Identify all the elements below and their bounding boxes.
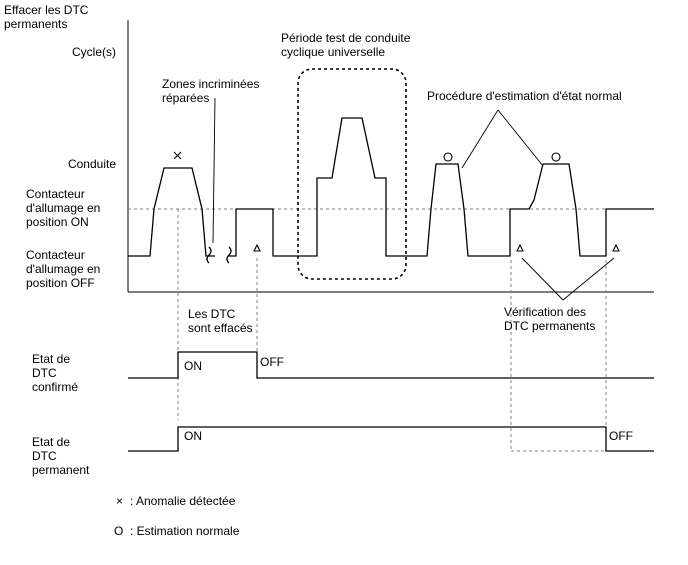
- off-label-line3: position OFF: [26, 276, 95, 290]
- off-label-line2: d'allumage en: [26, 262, 100, 276]
- normal-estimation-marker-1: [443, 152, 453, 162]
- check-label-line2: DTC permanents: [504, 319, 595, 333]
- erase-triangle-marker: [253, 243, 261, 252]
- leader-procedure-2: [497, 109, 544, 167]
- permanent-off-label: OFF: [609, 429, 633, 443]
- leader-check-1: [521, 257, 564, 301]
- on-label-line2: d'allumage en: [26, 201, 100, 215]
- on-label-line1: Contacteur: [26, 187, 85, 201]
- check-label-line1: Vérification des: [504, 305, 586, 319]
- on-label-line3: position ON: [26, 215, 89, 229]
- normal-estimation-marker-2: [551, 152, 561, 162]
- legend-cross-symbol: ×: [116, 494, 123, 508]
- check-triangle-marker-1: [516, 243, 524, 252]
- y-axis-title-line2: permanents: [4, 17, 67, 31]
- confirmed-label-line2: DTC: [32, 366, 57, 380]
- break-mark-left: [206, 246, 212, 264]
- procedure-label: Procédure d'estimation d'état normal: [427, 89, 622, 103]
- erased-label-line2: sont effacés: [188, 321, 253, 335]
- permanent-label-line2: DTC: [32, 449, 57, 463]
- zones-label-line1: Zones incriminées: [162, 77, 259, 91]
- test-period-box: [297, 68, 407, 280]
- legend-cross-text: : Anomalie détectée: [130, 494, 236, 508]
- conduite-label: Conduite: [68, 157, 116, 171]
- anomaly-cross-marker: [173, 151, 182, 160]
- permanent-on-label: ON: [184, 429, 202, 443]
- zones-label-line2: réparées: [162, 91, 209, 105]
- confirmed-dtc-trace: [128, 351, 654, 379]
- off-label-line1: Contacteur: [26, 248, 85, 262]
- legend-circle-text: : Estimation normale: [130, 524, 240, 538]
- erased-label-line1: Les DTC: [188, 307, 236, 321]
- ignition-trace-after-repair: [229, 117, 654, 257]
- check-triangle-marker-2: [612, 243, 620, 252]
- ignition-driving-trace: [128, 167, 215, 257]
- legend-circle-symbol: O: [114, 524, 123, 538]
- confirmed-label-line3: confirmé: [32, 380, 78, 394]
- permanent-label-line1: Etat de: [32, 435, 70, 449]
- leader-zones: [212, 97, 216, 244]
- confirmed-on-label: ON: [184, 359, 202, 373]
- break-mark-right: [226, 246, 232, 264]
- confirmed-label-line1: Etat de: [32, 352, 70, 366]
- permanent-label-line3: permanent: [32, 463, 90, 477]
- permanent-dtc-trace: [128, 426, 654, 452]
- confirmed-off-label: OFF: [260, 355, 284, 369]
- period-label-line1: Période test de conduite: [281, 31, 411, 45]
- y-axis-title-line1: Effacer les DTC: [4, 3, 89, 17]
- leader-procedure-1: [461, 109, 499, 169]
- leader-check-2: [562, 257, 615, 301]
- period-label-line2: cyclique universelle: [281, 45, 385, 59]
- cycle-label: Cycle(s): [72, 45, 116, 59]
